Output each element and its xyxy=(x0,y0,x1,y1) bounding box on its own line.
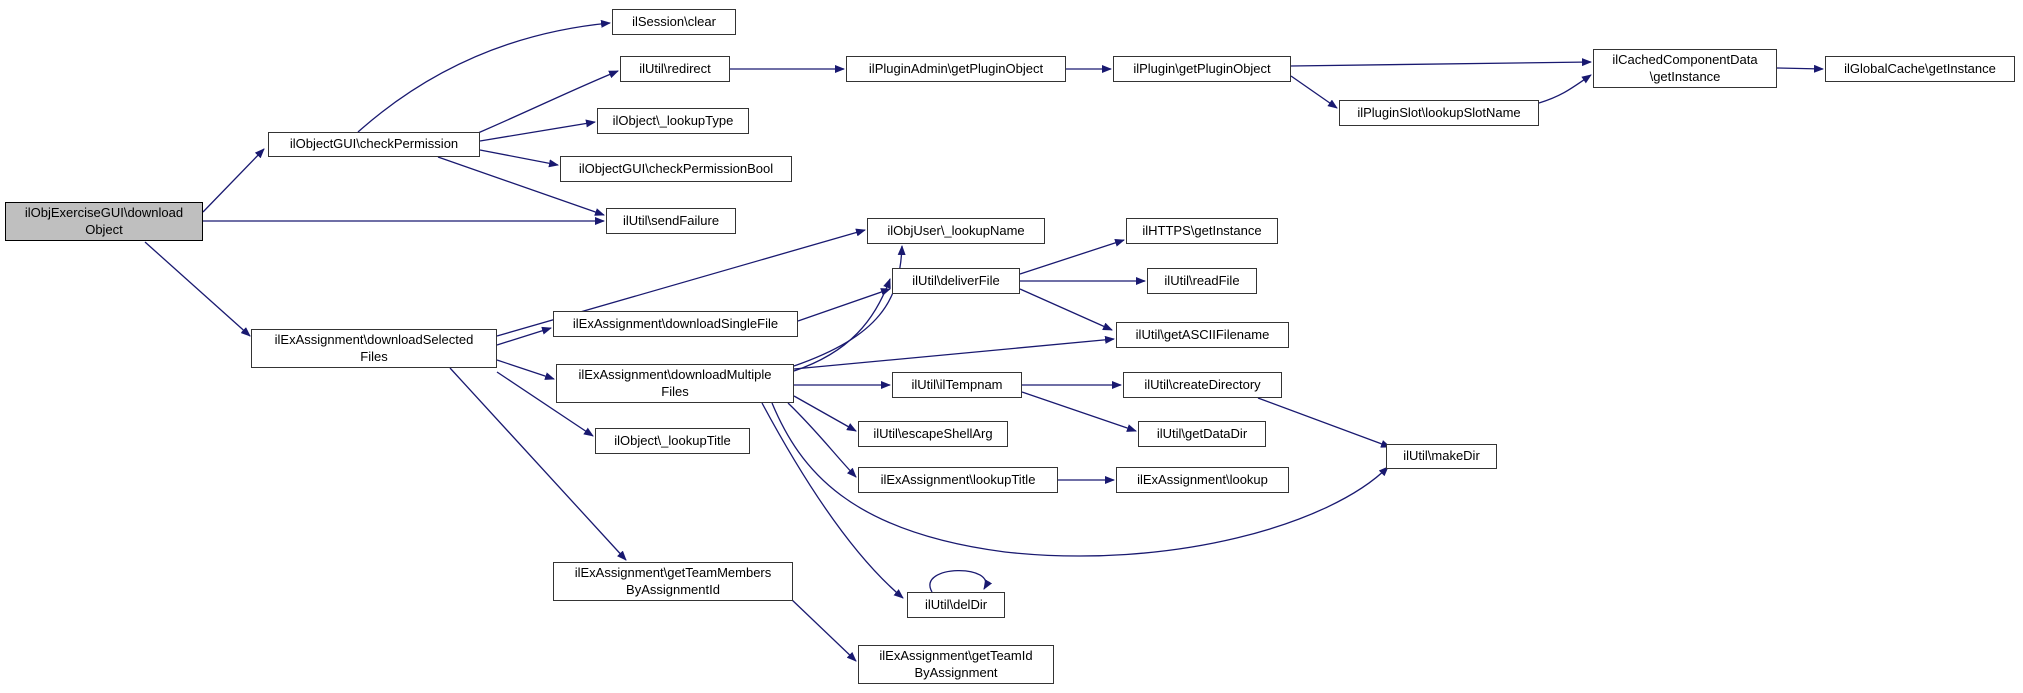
edge-delDir-delDir xyxy=(929,570,993,593)
node-label: ilPluginSlot\lookupSlotName xyxy=(1357,104,1521,120)
node-lookupName[interactable]: ilObjUser\_lookupName xyxy=(867,218,1045,244)
node-deliverFile[interactable]: ilUtil\deliverFile xyxy=(892,268,1020,294)
node-label: ilUtil\ilTempnam xyxy=(911,376,1003,392)
node-label: ilObject\_lookupType xyxy=(612,112,734,128)
edge-deliverFile-https xyxy=(1019,238,1125,275)
edge-downloadMultiple-lookupTitleEx xyxy=(787,402,857,478)
node-getASCII[interactable]: ilUtil\getASCIIFilename xyxy=(1116,322,1289,348)
edge-deliverFile-getASCII xyxy=(1019,288,1113,331)
node-label: ilGlobalCache\getInstance xyxy=(1844,60,1996,76)
node-label: \getInstance xyxy=(1649,68,1721,84)
node-cachedComp[interactable]: ilCachedComponentData\getInstance xyxy=(1593,49,1777,88)
node-label: ilObjectGUI\checkPermission xyxy=(289,136,459,152)
node-label: ByAssignment xyxy=(914,664,998,680)
edge-downloadMultiple-getASCII xyxy=(793,335,1115,370)
node-label: ilUtil\escapeShellArg xyxy=(873,425,993,441)
node-lookupTitleObj[interactable]: ilObject\_lookupTitle xyxy=(595,428,750,454)
edge-downloadMultiple-deliverFile xyxy=(793,278,891,372)
node-checkPermission[interactable]: ilObjectGUI\checkPermission xyxy=(268,132,480,157)
node-label: ilUtil\getDataDir xyxy=(1156,425,1248,441)
edge-checkPermission-sessionClear xyxy=(357,19,611,133)
node-makeDir[interactable]: ilUtil\makeDir xyxy=(1386,444,1497,469)
node-label: ilExAssignment\downloadMultiple xyxy=(578,366,772,382)
edge-downloadSelected-downloadSingle xyxy=(496,326,552,346)
edge-checkPermission-checkPermissionBool xyxy=(479,149,559,168)
node-sendFailure[interactable]: ilUtil\sendFailure xyxy=(606,208,736,234)
node-label: ilUtil\createDirectory xyxy=(1144,376,1261,392)
edge-checkPermission-lookupType xyxy=(479,119,596,142)
node-https[interactable]: ilHTTPS\getInstance xyxy=(1126,218,1278,244)
node-label: Files xyxy=(360,348,388,364)
edge-plugin-lookupSlotName xyxy=(1290,75,1338,109)
node-label: ilObjUser\_lookupName xyxy=(887,222,1025,238)
node-label: Object xyxy=(85,221,123,237)
node-label: ilPlugin\getPluginObject xyxy=(1133,60,1271,76)
node-label: ilExAssignment\downloadSingleFile xyxy=(572,315,779,331)
node-label: ilUtil\getASCIIFilename xyxy=(1135,326,1270,342)
node-label: ilPluginAdmin\getPluginObject xyxy=(868,60,1044,76)
node-label: ilObjExerciseGUI\download xyxy=(24,204,184,220)
edge-getTeamMembers-getTeamId xyxy=(789,597,857,662)
edge-plugin-cachedComp xyxy=(1290,58,1592,67)
edge-downloadMultiple-escapeShellArg xyxy=(793,395,857,432)
node-label: ilUtil\deliverFile xyxy=(912,272,1000,288)
node-label: ilUtil\sendFailure xyxy=(622,212,720,228)
node-label: ilExAssignment\getTeamId xyxy=(879,647,1033,663)
node-globalCache[interactable]: ilGlobalCache\getInstance xyxy=(1825,56,2015,82)
node-label: ilExAssignment\downloadSelected xyxy=(274,331,474,347)
node-escapeShellArg[interactable]: ilUtil\escapeShellArg xyxy=(858,421,1008,447)
node-label: ilUtil\redirect xyxy=(639,60,711,76)
node-checkPermissionBool[interactable]: ilObjectGUI\checkPermissionBool xyxy=(560,156,792,182)
node-label: ilUtil\readFile xyxy=(1164,272,1240,288)
node-ilTempnam[interactable]: ilUtil\ilTempnam xyxy=(892,372,1022,398)
edge-cachedComp-globalCache xyxy=(1776,64,1824,73)
node-label: ilObject\_lookupTitle xyxy=(614,432,731,448)
node-createDirectory[interactable]: ilUtil\createDirectory xyxy=(1123,372,1282,398)
edge-downloadSingle-deliverFile xyxy=(797,288,891,322)
edge-downloadObject-downloadSelected xyxy=(144,241,251,337)
node-lookupSlotName[interactable]: ilPluginSlot\lookupSlotName xyxy=(1339,100,1539,126)
node-label: ilSession\clear xyxy=(632,13,716,29)
node-label: ilHTTPS\getInstance xyxy=(1142,222,1262,238)
node-label: ilExAssignment\lookupTitle xyxy=(880,471,1036,487)
node-sessionClear[interactable]: ilSession\clear xyxy=(612,9,736,35)
node-lookupEx[interactable]: ilExAssignment\lookup xyxy=(1116,467,1289,493)
edge-lookupSlotName-cachedComp xyxy=(1538,74,1592,104)
node-label: ilObjectGUI\checkPermissionBool xyxy=(578,160,774,176)
edge-downloadSelected-downloadMultiple xyxy=(496,359,555,380)
node-lookupTitleEx[interactable]: ilExAssignment\lookupTitle xyxy=(858,467,1058,493)
node-label: ilUtil\makeDir xyxy=(1403,448,1480,464)
node-delDir[interactable]: ilUtil\delDir xyxy=(907,592,1005,618)
node-plugin[interactable]: ilPlugin\getPluginObject xyxy=(1113,56,1291,82)
node-redirect[interactable]: ilUtil\redirect xyxy=(620,56,730,82)
node-label: ilExAssignment\getTeamMembers xyxy=(574,564,772,580)
node-label: ilExAssignment\lookup xyxy=(1137,471,1268,487)
node-label: ilCachedComponentData xyxy=(1612,51,1758,67)
node-readFile[interactable]: ilUtil\readFile xyxy=(1147,268,1257,294)
node-pluginAdmin[interactable]: ilPluginAdmin\getPluginObject xyxy=(846,56,1066,82)
node-label: Files xyxy=(661,383,689,399)
edge-downloadMultiple-lookupName xyxy=(793,245,906,367)
node-lookupType[interactable]: ilObject\_lookupType xyxy=(597,108,749,134)
edge-downloadObject-checkPermission xyxy=(202,148,265,213)
node-downloadSingle[interactable]: ilExAssignment\downloadSingleFile xyxy=(553,311,798,337)
node-getDataDir[interactable]: ilUtil\getDataDir xyxy=(1138,421,1266,447)
node-label: ByAssignmentId xyxy=(626,581,720,597)
edge-ilTempnam-getDataDir xyxy=(1021,391,1137,432)
node-label: ilUtil\delDir xyxy=(924,596,988,612)
edge-createDirectory-makeDir xyxy=(1257,397,1391,448)
